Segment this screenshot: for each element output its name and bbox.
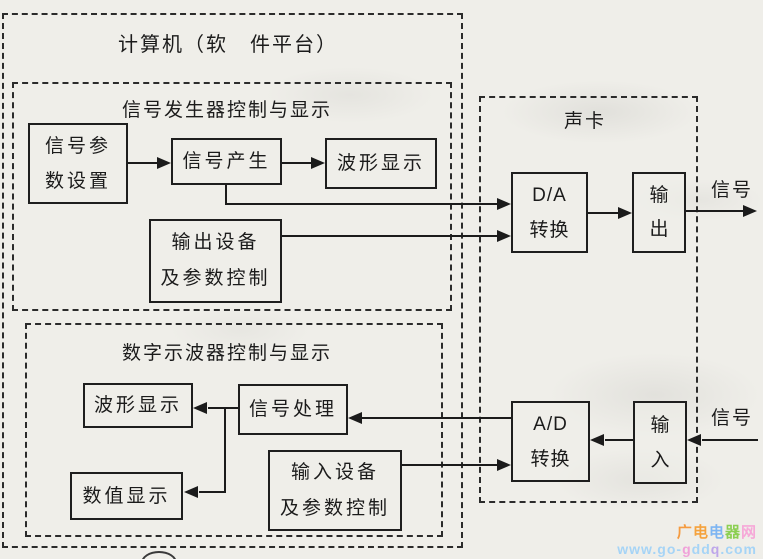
signal-generator-panel-title: 信号发生器控制与显示 xyxy=(122,100,333,121)
block-output-device-control: 输出设备 及参数控制 xyxy=(149,219,282,303)
soundcard-panel-box xyxy=(479,96,698,503)
computer-panel-box xyxy=(2,13,463,548)
watermark-char: 电 xyxy=(708,524,725,541)
block-input: 输 入 xyxy=(633,401,687,484)
signal-out-label: 信号 xyxy=(711,180,754,201)
block-signal-processing: 信号处理 xyxy=(238,384,348,435)
watermark-url-segment: www.go- xyxy=(617,541,683,557)
signal-in-label: 信号 xyxy=(711,408,754,429)
block-da-converter: D/A 转换 xyxy=(511,172,588,253)
block-signal-parameter-setting: 信号参 数设置 xyxy=(28,123,128,204)
block-waveform-display-top: 波形显示 xyxy=(325,138,437,189)
arrow-signal-out xyxy=(743,205,757,217)
cropped-figure-number-circle xyxy=(141,551,177,559)
watermark-url-segment: q xyxy=(710,541,721,557)
watermark-url: www.go-gddq.com xyxy=(617,541,757,557)
block-input-device-control: 输入设备 及参数控制 xyxy=(268,450,402,531)
watermark-url-segment: g xyxy=(682,541,692,557)
soundcard-panel-title: 声卡 xyxy=(564,111,607,132)
watermark-char: 网 xyxy=(740,524,757,541)
block-output: 输 出 xyxy=(632,172,686,253)
watermark-char: 广 xyxy=(676,524,693,541)
watermark-char: 器 xyxy=(724,524,741,541)
oscilloscope-panel-title: 数字示波器控制与显示 xyxy=(122,343,333,364)
computer-panel-title: 计算机（软 件平台） xyxy=(118,34,338,56)
site-watermark: 广电电器网 www.go-gddq.com xyxy=(617,525,757,558)
oscilloscope-panel-box xyxy=(25,323,443,537)
block-numeric-display: 数值显示 xyxy=(70,472,183,520)
watermark-url-segment: dd xyxy=(691,541,711,557)
block-waveform-display-bottom: 波形显示 xyxy=(83,383,193,428)
watermark-char: 电 xyxy=(692,524,709,541)
block-signal-generation: 信号产生 xyxy=(171,138,282,185)
watermark-site-name: 广电电器网 xyxy=(617,525,757,541)
watermark-url-segment: .com xyxy=(720,541,757,557)
block-ad-converter: A/D 转换 xyxy=(511,401,590,482)
